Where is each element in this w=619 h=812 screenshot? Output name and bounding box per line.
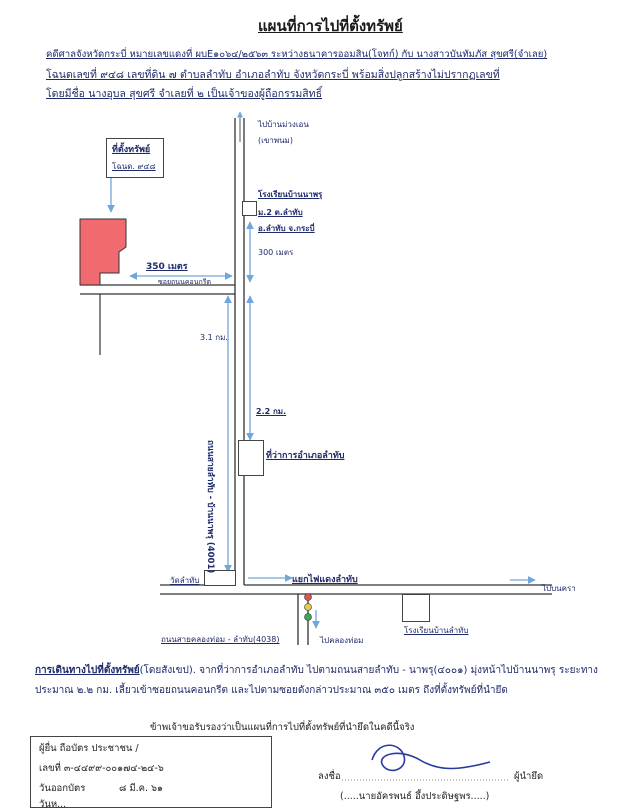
route-heading: การเดินทางไปที่ตั้งทรัพย์ <box>35 665 140 676</box>
traffic-light-green <box>304 613 312 621</box>
route-text-2: ประมาณ ๒.๒ กม. เลี้ยวเข้าซอยถนนคอนกรีต แ… <box>35 685 508 696</box>
page-title: แผนที่การไปที่ตั้งทรัพย์ <box>258 17 403 35</box>
school-nabru-name: โรงเรียนบ้านนาพรุ <box>258 190 323 199</box>
to-krabi-label: ไปบนครา <box>542 584 576 593</box>
id-box-line2: เลขที่ ๓-๔๔๙๙-๐๐๑๗๔-๒๔-๖ <box>39 763 164 774</box>
school-lamthap-label: โรงเรียนบ้านลำทับ <box>404 626 469 635</box>
district-office-label: ที่ว่าการอำเภอลำทับ <box>266 451 345 461</box>
dimension-300m-label: 300 เมตร <box>258 248 294 257</box>
route-text-1: . จากที่ว่าการอำเภอลำทับ ไปตามถนนสายลำทั… <box>192 665 598 676</box>
road-4038-label: ถนนสายคลองท่อม - ลำทับ(4038) <box>161 635 280 644</box>
dimension-350m-label: 350 เมตร <box>146 262 188 272</box>
id-box-line3-label: วันออกบัตร <box>39 783 86 794</box>
school-nabru-building <box>242 201 257 216</box>
to-ban-muang-label: ไปบ้านม่วงเอน <box>258 120 309 129</box>
deed-number-label: โฉนด. ๙๔๘ <box>112 162 156 171</box>
traffic-light-red <box>304 593 312 601</box>
soi-road-label: ซอยถนนคอนกรีต <box>158 278 212 286</box>
school-nabru-address1: ม.2 ต.ลำทับ <box>258 208 303 217</box>
dimension-3-1km-label: 3.1 กม. <box>200 333 228 342</box>
owner-line: โดยมีชื่อ นางอุบล สุขศรี จำเลยที่ ๒ เป็น… <box>46 88 323 100</box>
signer-role: ผู้นำยึด <box>514 771 544 782</box>
wat-lamthap-label: วัดลำทับ <box>170 576 200 585</box>
property-parcel <box>79 218 127 286</box>
route-line-2: ประมาณ ๒.๒ กม. เลี้ยวเข้าซอยถนนคอนกรีต แ… <box>35 682 508 700</box>
case-line: คดีศาลจังหวัดกระบี่ หมายเลขแดงที่ ผบE๑๐๖… <box>46 49 548 60</box>
dimension-2-2km-label: 2.2 กม. <box>256 407 287 416</box>
certification-text: ข้าพเจ้าขอรับรองว่าเป็นแผนที่การไปที่ตั้… <box>150 722 415 733</box>
route-heading-suffix: (โดยสังเขป) <box>139 665 193 676</box>
wat-lamthap-building <box>204 570 236 586</box>
signer-name: (.....นายอัครพนธ์ อึ้งประดิษฐพร.....) <box>340 791 490 802</box>
sign-prefix: ลงชื่อ <box>318 771 341 782</box>
school-lamthap-building <box>402 594 430 622</box>
school-nabru-address2: อ.ลำทับ จ.กระบี่ <box>258 224 315 233</box>
traffic-light-yellow <box>304 603 312 611</box>
route-line-1: การเดินทางไปที่ตั้งทรัพย์(โดยสังเขป). จา… <box>35 662 598 680</box>
id-box-line1: ผู้ยื่น ถือบัตร ประชาชน / <box>39 743 139 754</box>
junction-label: แยกไฟแดงลำทับ <box>292 575 358 585</box>
property-label-box <box>106 138 164 178</box>
district-office-building <box>238 440 264 476</box>
deed-line: โฉนดเลขที่ ๙๔๘ เลขที่ดิน ๗ ตำบลลำทับ อำเ… <box>46 69 500 81</box>
to-khlong-thom-label: ไปคลองท่อม <box>320 636 364 645</box>
to-ban-muang-sub-label: (เขาพนม) <box>258 136 293 145</box>
id-box-line3-value: ๘ มี.ค. ๖๑ <box>119 783 164 794</box>
property-label: ที่ตั้งทรัพย์ <box>112 145 151 155</box>
